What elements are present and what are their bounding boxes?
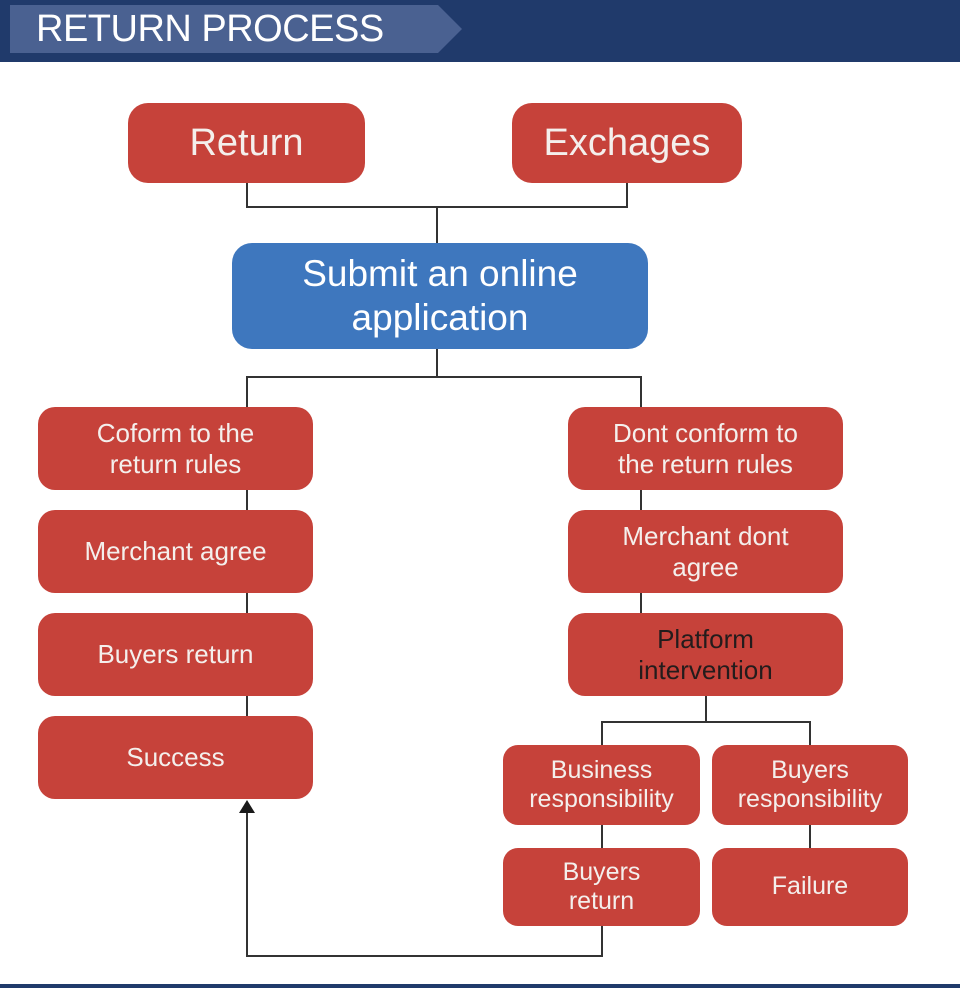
connector-conform-agree [246, 490, 248, 510]
connector-top-merge [246, 206, 628, 208]
connector-return-down [246, 183, 248, 208]
node-dont-conform-rules: Dont conform to the return rules [568, 407, 843, 490]
node-business-responsibility: Business responsibility [503, 745, 700, 825]
connector-exchanges-down [626, 183, 628, 208]
connector-split [246, 376, 642, 378]
node-merchant-dont-agree: Merchant dont agree [568, 510, 843, 593]
node-failure: Failure [712, 848, 908, 926]
connector-business-return [601, 825, 603, 848]
footer-bar [0, 984, 960, 988]
connector-buyersresp-failure [809, 825, 811, 848]
connector-submit-down [436, 349, 438, 377]
connector-feedback-down [601, 926, 603, 957]
connector-dontagree-platform [640, 593, 642, 613]
header-bar: RETURN PROCESS [0, 0, 960, 62]
connector-split-left [246, 377, 248, 407]
connector-platform-down [705, 696, 707, 722]
node-merchant-agree: Merchant agree [38, 510, 313, 593]
node-exchanges: Exchages [512, 103, 742, 183]
node-buyers-responsibility: Buyers responsibility [712, 745, 908, 825]
connector-to-buyersresp [809, 722, 811, 745]
node-buyers-return-bottom: Buyers return [503, 848, 700, 926]
node-success: Success [38, 716, 313, 799]
arrowhead-to-success [239, 800, 255, 813]
header-banner: RETURN PROCESS [10, 5, 462, 53]
connector-split-right [640, 377, 642, 407]
page-title: RETURN PROCESS [36, 7, 384, 50]
node-submit-application: Submit an online application [232, 243, 648, 349]
connector-platform-split [601, 721, 811, 723]
node-buyers-return-left: Buyers return [38, 613, 313, 696]
connector-dontconform-dontagree [640, 490, 642, 510]
node-platform-intervention: Platform intervention [568, 613, 843, 696]
connector-to-submit [436, 208, 438, 243]
connector-return-success [246, 696, 248, 716]
connector-feedback-across [246, 955, 603, 957]
connector-to-business [601, 722, 603, 745]
connector-agree-return [246, 593, 248, 613]
connector-feedback-up [246, 812, 248, 957]
node-return: Return [128, 103, 365, 183]
node-conform-rules: Coform to the return rules [38, 407, 313, 490]
